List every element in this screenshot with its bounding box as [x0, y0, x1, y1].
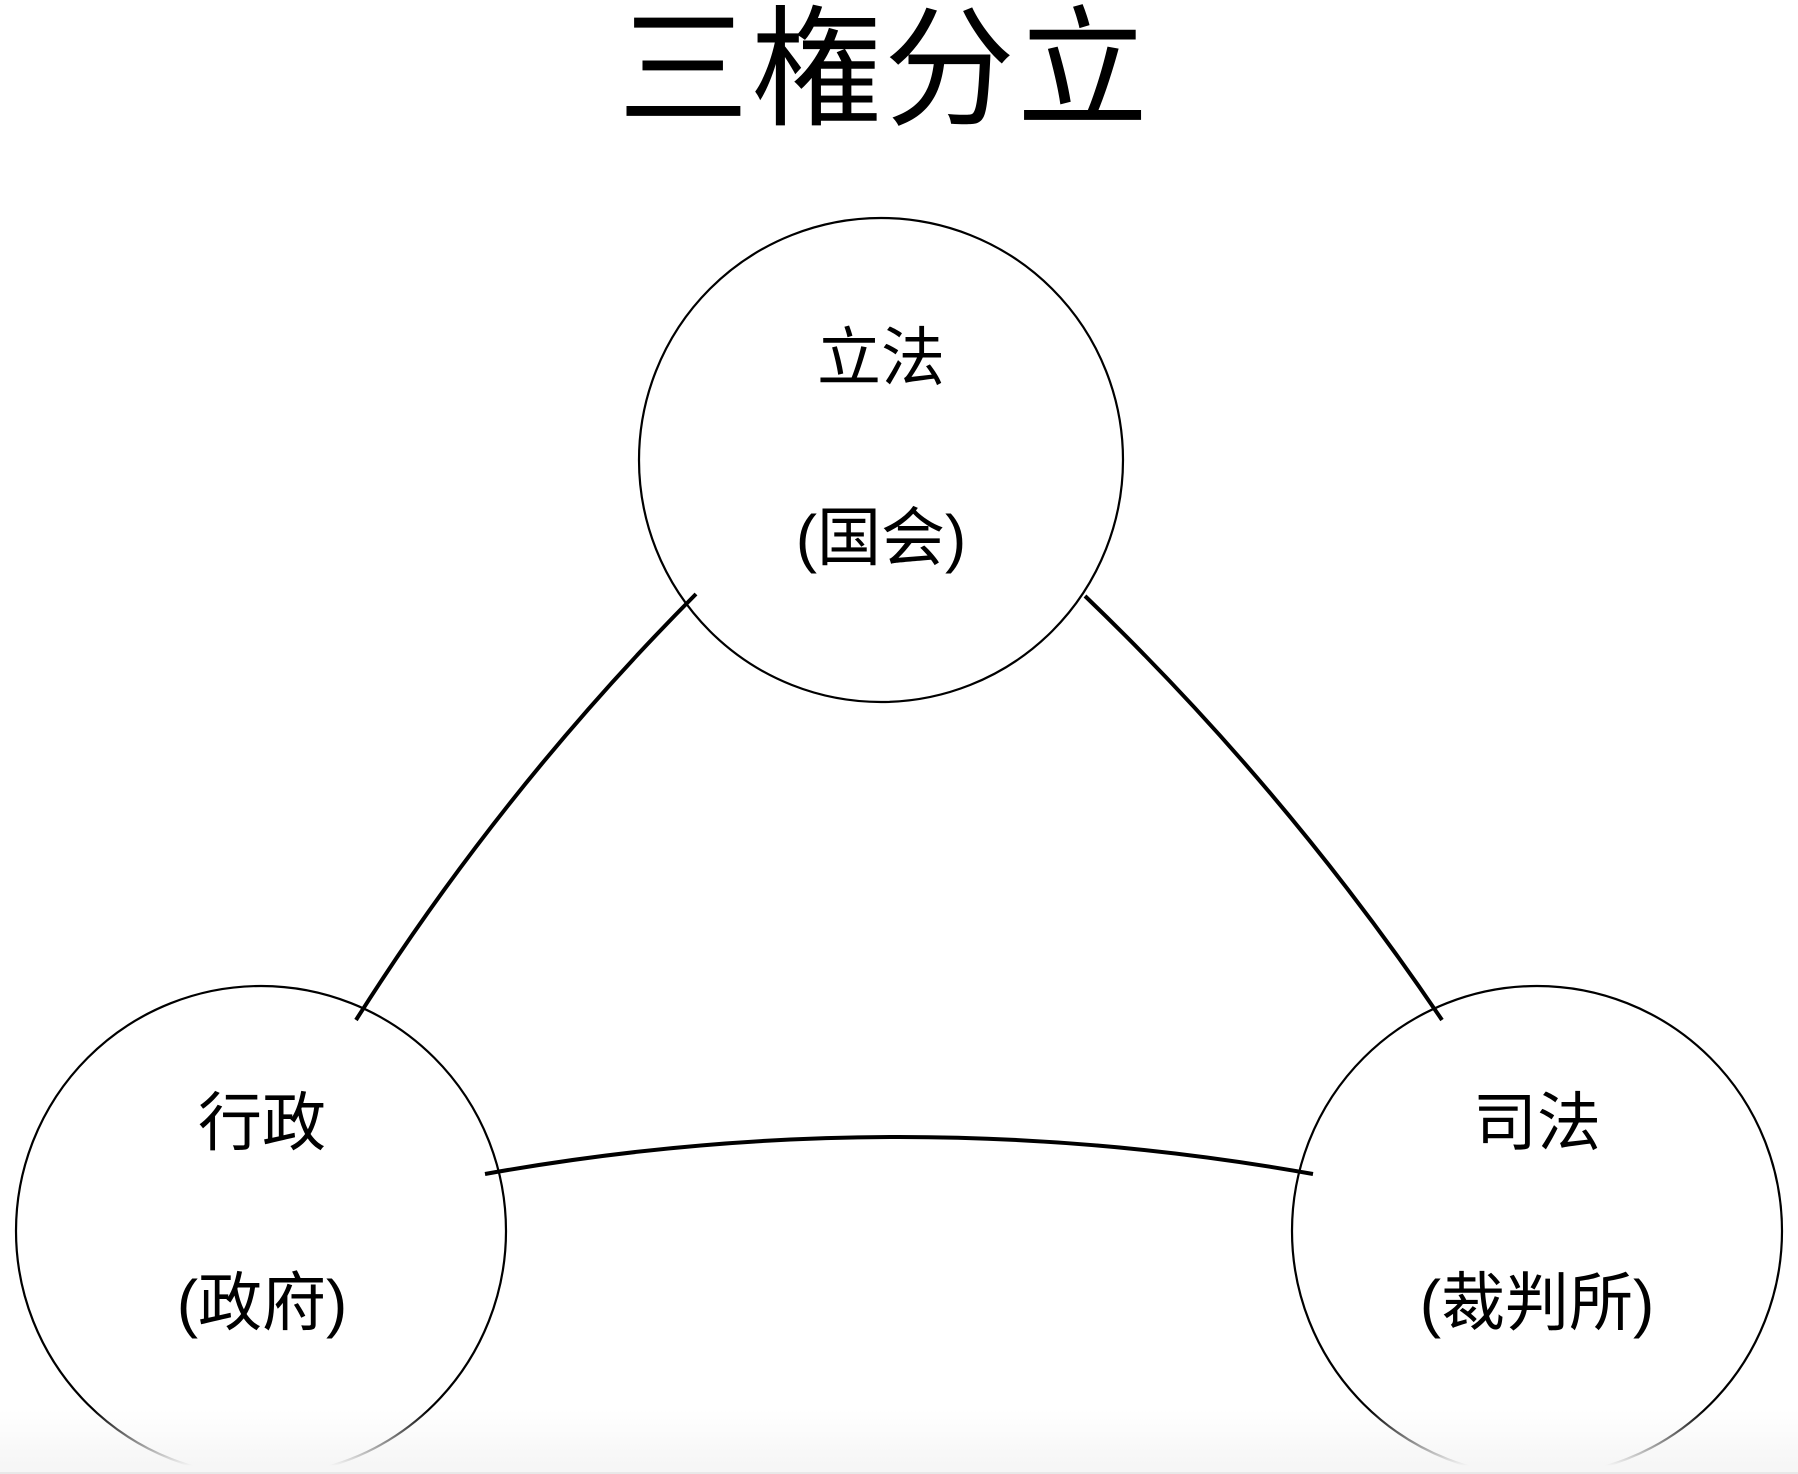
- connector-legislative-judicial: [1083, 594, 1444, 1022]
- legislative-sublabel: (国会): [795, 502, 967, 574]
- judicial-sublabel: (裁判所): [1419, 1267, 1655, 1339]
- legislative-circle: [637, 216, 1125, 704]
- legislative-label: 立法: [817, 322, 945, 394]
- executive-sublabel: (政府): [176, 1267, 348, 1339]
- judicial-label: 司法: [1473, 1087, 1601, 1159]
- executive-label: 行政: [198, 1087, 326, 1159]
- diagram-title: 三権分立: [617, 0, 1151, 143]
- connector-executive-judicial: [484, 1135, 1314, 1176]
- executive-circle: [14, 984, 508, 1474]
- judicial-circle: [1290, 984, 1784, 1474]
- connector-legislative-executive: [354, 592, 698, 1022]
